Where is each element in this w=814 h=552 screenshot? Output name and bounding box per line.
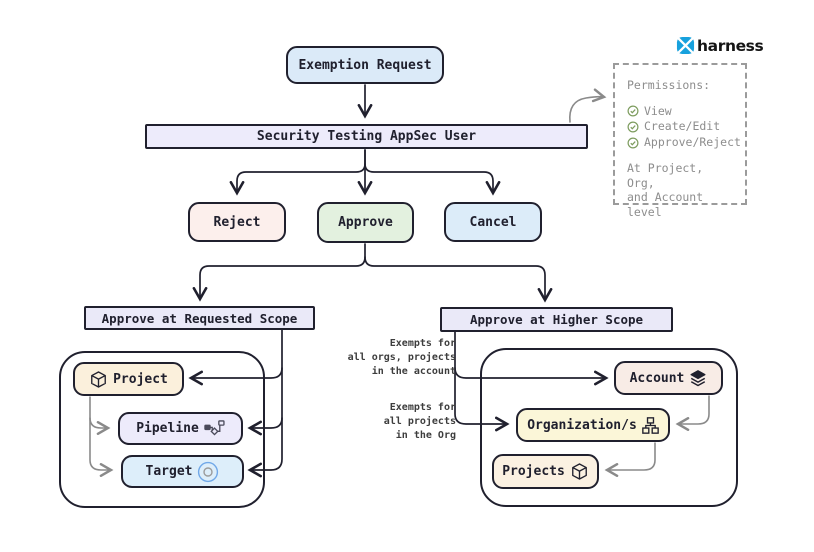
note-line: in the Org [395, 429, 456, 441]
permission-label: View [644, 103, 672, 118]
check-circle-icon [627, 121, 639, 133]
org-chart-icon [641, 416, 659, 434]
target-node: Target [121, 455, 244, 488]
permission-item-approve-reject: Approve/Reject [627, 135, 741, 150]
permissions-panel: Permissions: View Create/Edit Approve/Re… [613, 63, 747, 219]
note-line: all orgs, projects [347, 351, 456, 363]
cancel-node: Cancel [444, 202, 542, 242]
harness-logo: harness [676, 36, 764, 55]
pipeline-icon [204, 420, 225, 436]
permission-label: Approve/Reject [644, 135, 741, 150]
org-scope-note: Exempts for all projects in the Org [336, 401, 456, 442]
check-circle-icon [627, 105, 639, 117]
permission-item-create-edit: Create/Edit [627, 119, 737, 134]
permissions-title: Permissions: [627, 78, 711, 92]
requested-scope-label: Approve at Requested Scope [101, 310, 298, 326]
footnote-line: At Project, Org, [627, 160, 704, 190]
layers-icon [690, 370, 706, 387]
permission-item-view: View [627, 104, 737, 119]
higher-scope-group [480, 348, 738, 507]
target-label: Target [145, 464, 193, 479]
requested-scope-node: Approve at Requested Scope [84, 306, 315, 330]
note-line: all projects [383, 415, 456, 427]
account-node: Account [614, 361, 723, 395]
exemption-request-label: Exemption Request [298, 57, 432, 73]
permission-label: Create/Edit [644, 119, 721, 134]
approve-label: Approve [338, 215, 393, 230]
account-scope-note: Exempts for all orgs, projects in the ac… [336, 337, 456, 378]
projects-label: Projects [502, 464, 565, 479]
permissions-footnote: At Project, Org, and Account level [627, 161, 737, 220]
project-node: Project [73, 362, 184, 396]
account-label: Account [629, 370, 685, 386]
higher-scope-node: Approve at Higher Scope [440, 307, 673, 332]
exemption-request-node: Exemption Request [286, 46, 444, 84]
note-line: Exempts for [389, 402, 456, 413]
note-line: in the account [371, 365, 456, 377]
projects-node: Projects [492, 454, 599, 489]
organizations-node: Organization/s [516, 408, 670, 442]
target-icon [198, 461, 219, 482]
check-circle-icon [627, 137, 639, 149]
harness-icon [676, 36, 695, 55]
cancel-label: Cancel [469, 214, 517, 230]
note-line: Exempts for [389, 338, 456, 349]
pipeline-label: Pipeline [136, 421, 199, 436]
harness-wordmark: harness [697, 36, 764, 55]
cube-icon [91, 370, 106, 388]
organizations-label: Organization/s [527, 417, 637, 433]
cube-icon [571, 463, 587, 480]
appsec-user-node: Security Testing AppSec User [145, 124, 588, 149]
pipeline-node: Pipeline [118, 412, 243, 445]
project-label: Project [113, 371, 168, 387]
appsec-user-label: Security Testing AppSec User [256, 129, 477, 144]
requested-scope-group [59, 351, 265, 508]
approve-node: Approve [317, 202, 414, 243]
reject-label: Reject [213, 214, 261, 230]
footnote-line: and Account level [627, 190, 704, 220]
reject-node: Reject [188, 202, 286, 242]
higher-scope-label: Approve at Higher Scope [469, 312, 644, 327]
